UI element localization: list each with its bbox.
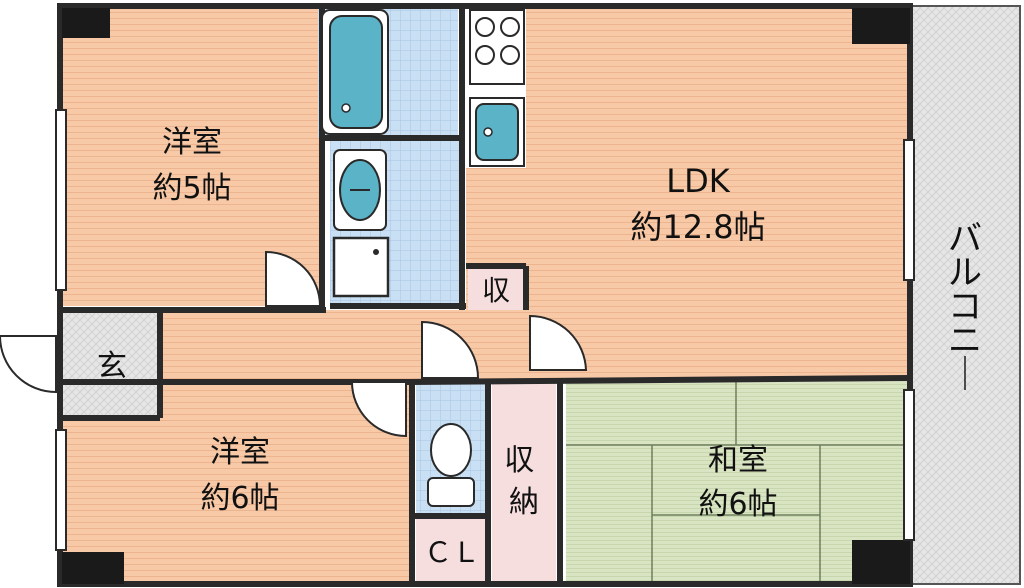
toilet-icon	[427, 423, 475, 507]
balcony-area	[909, 5, 1021, 585]
kitchen-sink-icon	[469, 97, 525, 167]
washing-machine-pan-icon	[332, 236, 390, 298]
closet-label: ＣＬ	[424, 536, 480, 569]
japanese-room-name: 和室	[708, 443, 768, 478]
washbasin-icon	[333, 149, 387, 231]
structural-columns	[62, 8, 910, 584]
western-room-1-name: 洋室	[162, 125, 222, 160]
storage-label: 収 納	[504, 443, 544, 520]
western-room-2-name: 洋室	[210, 435, 270, 470]
storage-floor	[492, 382, 556, 584]
doors	[0, 250, 588, 438]
balcony-label: バルコニ｜	[948, 219, 982, 395]
entrance-label: 玄	[97, 349, 127, 384]
tatami-mat-lines	[566, 378, 910, 584]
entrance-floor	[62, 312, 160, 418]
bathtub-icon	[321, 9, 389, 135]
windows	[55, 109, 915, 551]
ldk-size: 約12.8帖	[630, 208, 765, 246]
western-room-2-size: 約6帖	[200, 481, 279, 516]
hallway-floor	[160, 310, 570, 382]
closet-floor	[416, 516, 488, 584]
ldk-name: LDK	[666, 162, 730, 200]
walls	[57, 3, 913, 587]
stove-burner-icon	[469, 9, 525, 85]
western-room-1-size: 約5帖	[152, 171, 231, 206]
small-storage-floor	[468, 266, 526, 310]
small-storage-label: 収	[482, 274, 510, 307]
japanese-room-size: 約6帖	[698, 487, 777, 522]
